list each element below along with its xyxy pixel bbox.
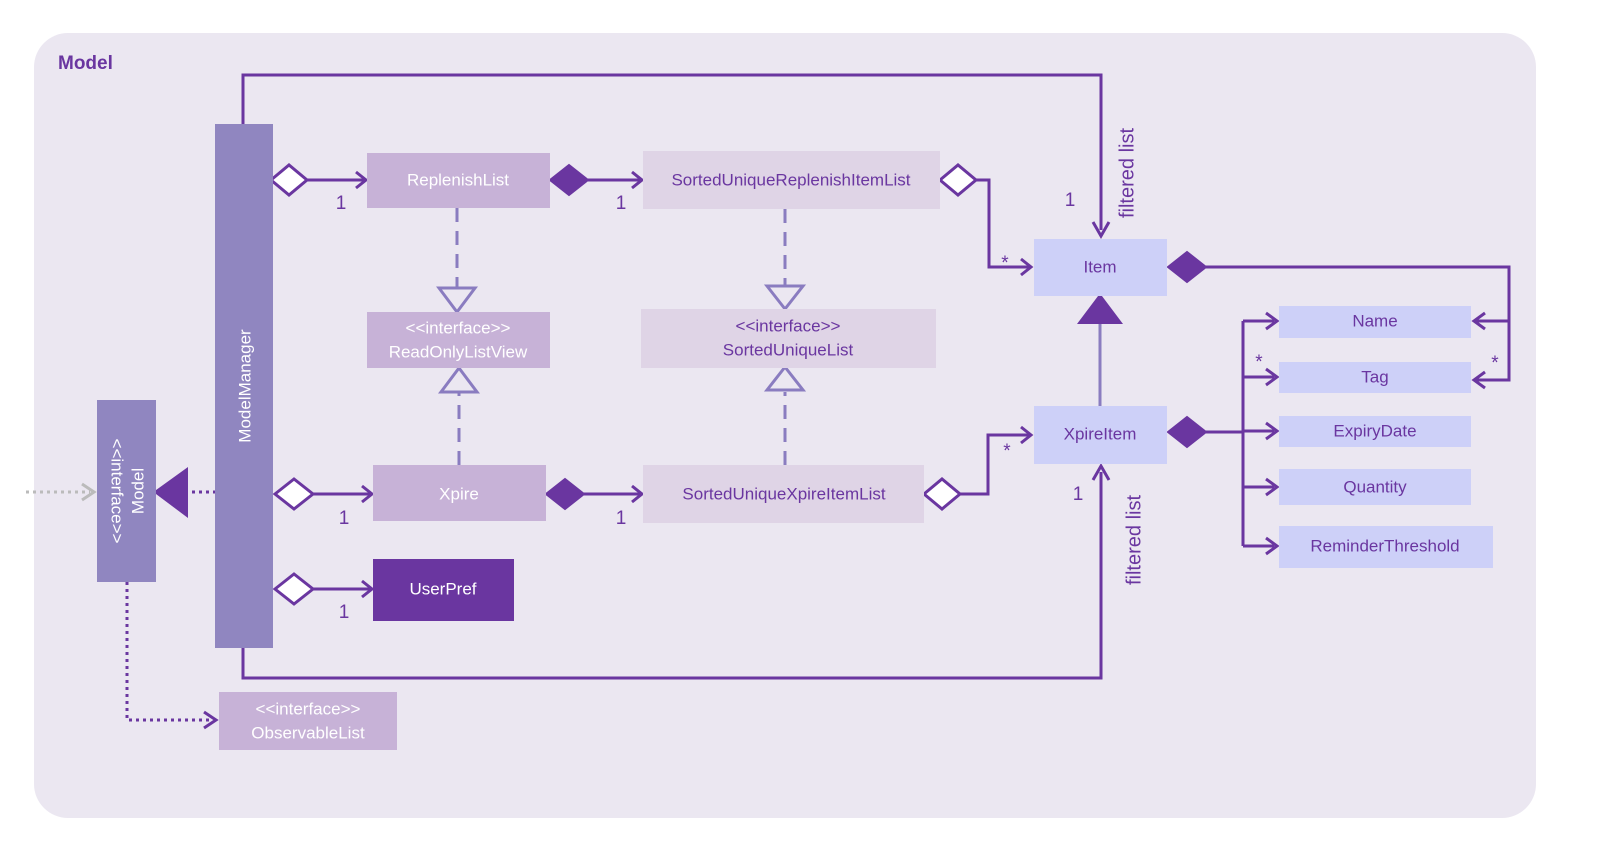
mult-mm-replenish: 1 (336, 193, 347, 214)
expiry-date-box (1279, 416, 1471, 447)
model-interface-stereotype: <<interface>> (108, 439, 127, 544)
mm-to-item-edge (241, 73, 1103, 230)
arrowhead (631, 170, 645, 190)
aggregation-diamond (272, 477, 316, 511)
arrowhead-item-top (1091, 221, 1111, 240)
realization-arrowhead-model (153, 467, 188, 518)
arrowhead (1020, 425, 1034, 445)
sorted-unique-list-name: SortedUniqueList (723, 340, 854, 359)
xpire-box (373, 465, 546, 521)
aggregation-diamond (268, 163, 310, 197)
reminder-threshold-box (1279, 526, 1493, 568)
model-manager-box (215, 124, 273, 648)
realization-triangle (436, 286, 478, 315)
sorted-unique-xpire-item-list-label: SortedUniqueXpireItemList (682, 484, 885, 503)
read-only-list-view-stereotype: <<interface>> (406, 318, 511, 337)
expiry-date-label: ExpiryDate (1333, 421, 1416, 440)
arrowhead (1265, 477, 1280, 497)
realization-triangle (438, 365, 480, 394)
mult-replenish-sorted: 1 (616, 193, 627, 214)
arrowhead (81, 482, 97, 502)
mult-tag-right: * (1491, 353, 1499, 374)
model-interface-name: Model (128, 468, 147, 514)
read-only-list-view-name: ReadOnlyListView (389, 342, 528, 361)
arrowhead (1265, 536, 1280, 556)
sorted-replenish-item-edge (976, 178, 1030, 269)
role-item-filtered: filtered list (1116, 128, 1138, 218)
realization-triangle (763, 364, 807, 392)
arrowhead-xpireitem-bottom (1091, 462, 1111, 481)
quantity-box (1279, 469, 1471, 505)
composition-diamond (1166, 415, 1208, 449)
user-pref-box (373, 559, 514, 621)
aggregation-diamond (921, 477, 963, 511)
generalization-triangle (1077, 293, 1123, 324)
arrowhead (1471, 311, 1486, 331)
mult-sorted-xpire-item: * (1003, 441, 1011, 462)
mm-to-xpireitem-edge (241, 472, 1103, 680)
mult-xpire-item-bottom: 1 (1073, 484, 1084, 505)
arrowhead (1265, 367, 1280, 387)
arrowhead (631, 484, 645, 504)
sorted-unique-list-box (641, 309, 936, 368)
observable-list-box (219, 692, 397, 750)
composition-diamond (548, 163, 590, 197)
replenish-list-label: ReplenishList (407, 170, 509, 189)
item-attributes-edge (1206, 265, 1511, 382)
read-only-list-view-box (367, 312, 550, 368)
mult-mm-xpire: 1 (339, 508, 350, 529)
role-xpireitem-filtered: filtered list (1123, 495, 1145, 585)
tag-label: Tag (1361, 367, 1388, 386)
xpire-item-label: XpireItem (1064, 424, 1137, 443)
user-pref-label: UserPref (409, 579, 476, 598)
xpire-item-box (1034, 406, 1167, 464)
arrowhead (1265, 421, 1280, 441)
tag-box (1279, 362, 1471, 393)
package-title: Model (58, 53, 113, 74)
mult-mm-userpref: 1 (339, 602, 350, 623)
item-label: Item (1083, 257, 1116, 276)
mult-sorted-replenish-item: * (1001, 253, 1009, 274)
mult-xpire-sorted: 1 (616, 508, 627, 529)
arrowhead (1471, 370, 1486, 390)
mult-tag-left: * (1255, 352, 1263, 373)
sorted-unique-replenish-item-list-label: SortedUniqueReplenishItemList (671, 170, 910, 189)
observable-list-stereotype: <<interface>> (256, 699, 361, 718)
sorted-unique-list-stereotype: <<interface>> (736, 316, 841, 335)
sorted-unique-replenish-item-list-box (643, 151, 940, 209)
sorted-xpire-item-edge (960, 433, 1030, 496)
arrowhead (1265, 311, 1280, 331)
arrowhead (361, 484, 375, 504)
arrowhead (203, 710, 219, 730)
replenish-list-box (367, 153, 550, 208)
observable-list-name: ObservableList (251, 723, 365, 742)
realization-triangle (763, 284, 807, 312)
name-label: Name (1352, 311, 1397, 330)
xpire-label: Xpire (439, 484, 479, 503)
model-package (34, 33, 1536, 818)
aggregation-diamond (937, 163, 979, 197)
composition-diamond (1166, 250, 1208, 284)
arrowhead (361, 579, 375, 599)
composition-diamond (544, 477, 586, 511)
model-manager-label: ModelManager (235, 329, 254, 443)
aggregation-diamond (272, 572, 316, 606)
arrowhead (1020, 257, 1034, 277)
sorted-unique-xpire-item-list-box (643, 465, 924, 523)
item-box (1034, 239, 1167, 296)
arrowhead (355, 170, 369, 190)
mult-item-top: 1 (1065, 190, 1076, 211)
reminder-threshold-label: ReminderThreshold (1310, 536, 1459, 555)
quantity-label: Quantity (1343, 477, 1407, 496)
model-interface-box (97, 400, 156, 582)
name-box (1279, 306, 1471, 338)
